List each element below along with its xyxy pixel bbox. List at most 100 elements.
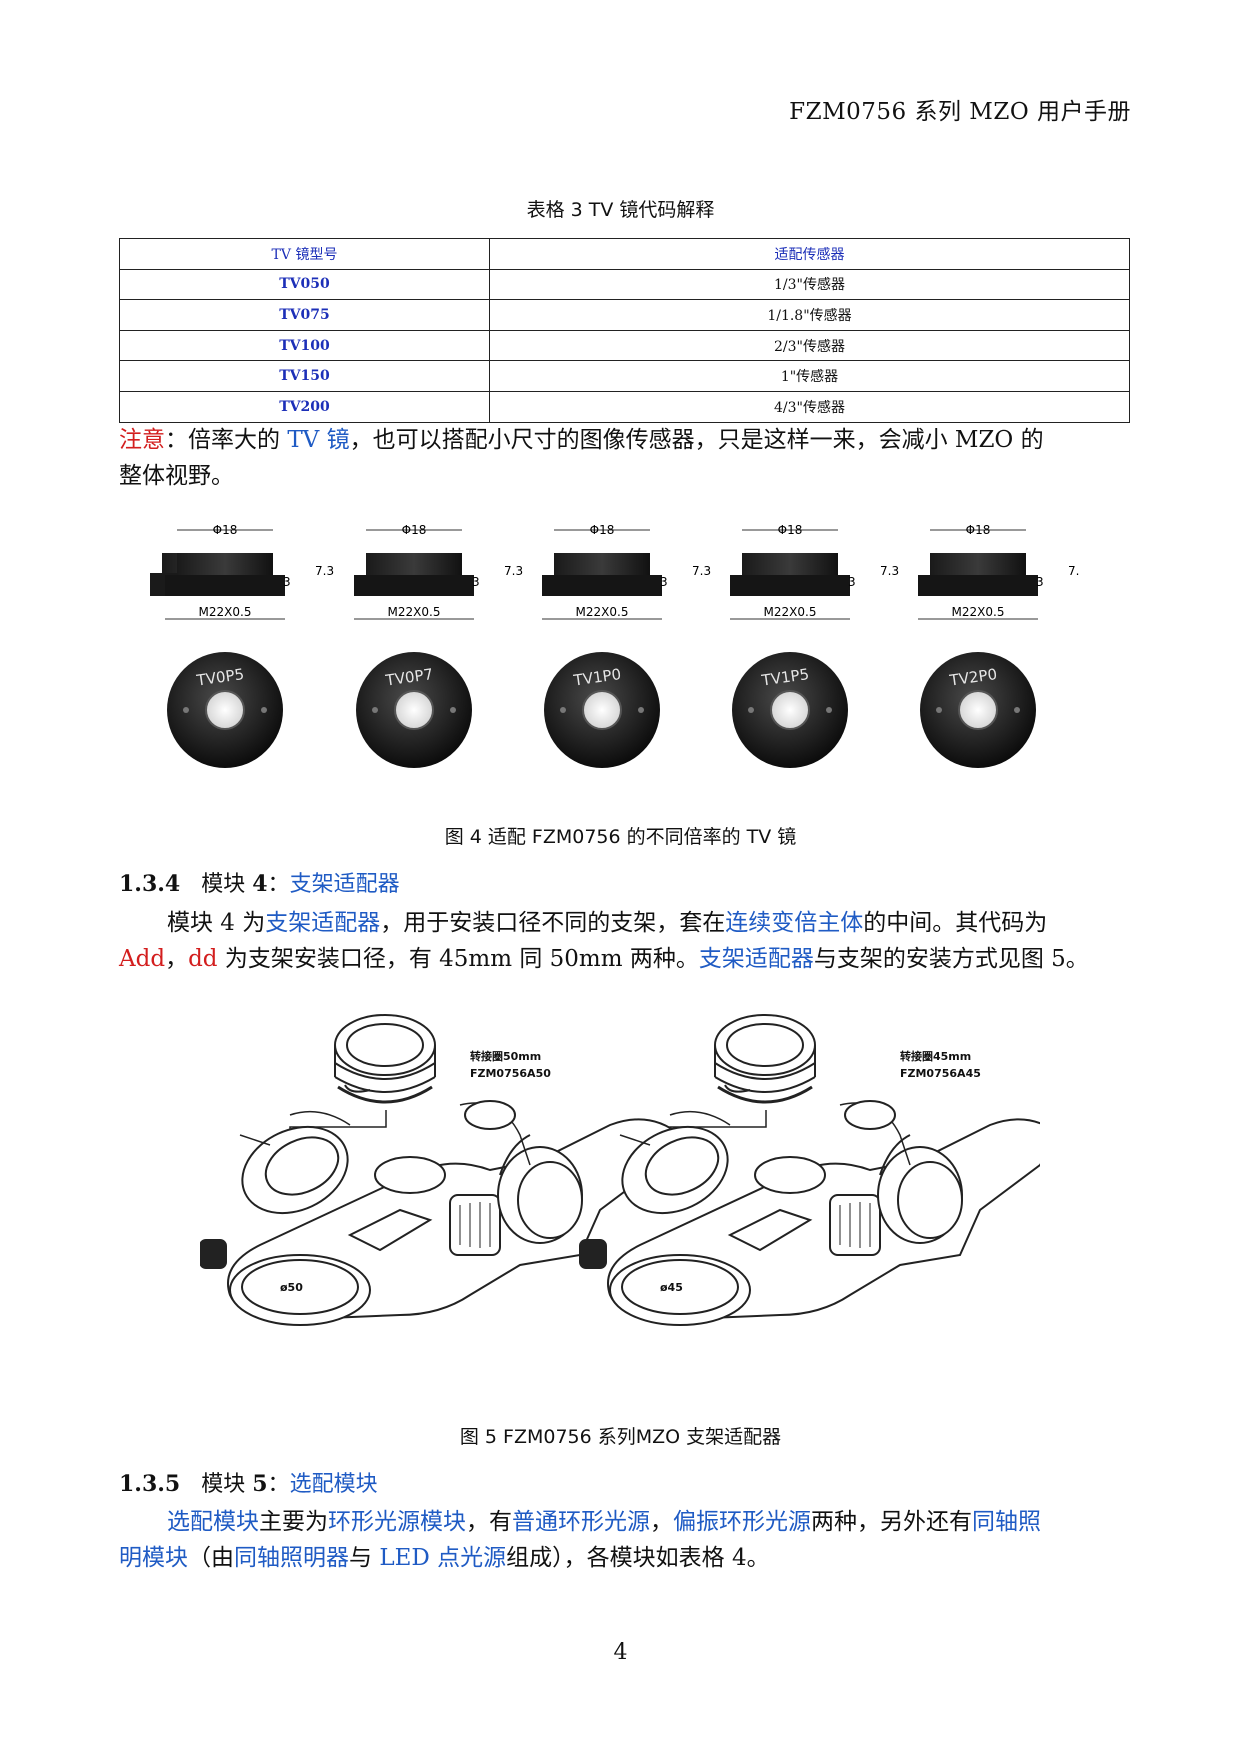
running-header: FZM0756 系列 MZO 用户手册 <box>789 99 1131 125</box>
section134-paragraph: 模块 4 为支架适配器，用于安装口径不同的支架，套在连续变倍主体的中间。其代码为… <box>119 905 1130 977</box>
dim-height: 7.3 <box>1068 564 1080 578</box>
table-row: TV200 4/3"传感器 <box>119 390 1130 423</box>
note-paragraph: 注意：倍率大的 TV 镜，也可以搭配小尺寸的图像传感器，只是这样一来，会减小 M… <box>119 422 1130 494</box>
section-heading-134: 1.3.4 模块 4：支架适配器 <box>119 866 400 898</box>
note-text: ，也可以搭配小尺寸的图像传感器，只是这样一来，会减小 MZO 的 <box>349 427 1044 453</box>
dim-thread: M22X0.5 <box>388 605 441 619</box>
para-text: 为支架安装口径，有 45mm 同 50mm 两种。 <box>217 946 699 972</box>
para-text: ，有 <box>466 1509 512 1535</box>
section-title: 5 <box>252 1471 268 1497</box>
para-text: 的中间。其代码为 <box>863 910 1048 936</box>
cell-model: TV050 <box>119 268 490 301</box>
dim-thread: M22X0.5 <box>199 605 252 619</box>
dim-step: 3 <box>283 575 291 589</box>
table-row: TV075 1/1.8"传感器 <box>119 299 1130 331</box>
coaxial-module-link[interactable]: 同轴照 <box>972 1509 1041 1535</box>
tv-code-table: TV 镜型号 适配传感器 TV050 1/3"传感器 TV075 1/1.8"传… <box>119 238 1130 423</box>
dim-thread: M22X0.5 <box>952 605 1005 619</box>
table-caption: 表格 3 TV 镜代码解释 <box>526 199 715 221</box>
cell-model: TV200 <box>119 390 490 423</box>
dim-diameter: Φ18 <box>402 523 427 537</box>
note-label: 注意 <box>119 427 165 453</box>
coaxial-illuminator-link[interactable]: 同轴照明器 <box>234 1545 349 1571</box>
ring-50-label: ø50 <box>280 1281 303 1294</box>
optional-module-link[interactable]: 选配模块 <box>167 1509 259 1535</box>
para-text: 与 <box>349 1545 380 1571</box>
dim-step: 3 <box>660 575 668 589</box>
section-title: 4 <box>252 871 268 897</box>
section-title-link[interactable]: 支架适配器 <box>289 872 400 897</box>
table-row: TV150 1"传感器 <box>119 360 1130 392</box>
adapter-50-drawing <box>200 1014 682 1326</box>
dim-height: 7.3 <box>504 564 523 578</box>
dim-step: 3 <box>472 575 480 589</box>
para-text: ，用于安装口径不同的支架，套在 <box>380 910 726 936</box>
dim-height: 7.3 <box>315 564 334 578</box>
cell-sensor: 1/3"传感器 <box>489 268 1130 301</box>
section-number: 1.3.5 <box>119 1471 181 1497</box>
para-text: 组成），各模块如表格 4。 <box>506 1545 770 1571</box>
dim-diameter: Φ18 <box>966 523 991 537</box>
tv-lens-link[interactable]: TV 镜 <box>287 427 350 453</box>
section-title: 模块 <box>201 872 253 897</box>
figure4-caption: 图 4 适配 FZM0756 的不同倍率的 TV 镜 <box>444 826 797 848</box>
para-line-1: 模块 4 为支架适配器，用于安装口径不同的支架，套在连续变倍主体的中间。其代码为 <box>119 905 1130 941</box>
mount-adapter-link[interactable]: 支架适配器 <box>698 946 814 972</box>
section-title: ： <box>267 1472 290 1497</box>
cell-sensor: 2/3"传感器 <box>489 329 1130 362</box>
page-number: 4 <box>613 1640 628 1665</box>
cell-model: TV150 <box>119 360 490 392</box>
dim-height: 7.3 <box>692 564 711 578</box>
para-line-2: Add，dd 为支架安装口径，有 45mm 同 50mm 两种。支架适配器与支架… <box>119 941 1130 977</box>
table-row: TV050 1/3"传感器 <box>119 268 1130 301</box>
dim-diameter: Φ18 <box>590 523 615 537</box>
section135-paragraph: 选配模块主要为环形光源模块，有普通环形光源，偏振环形光源两种，另外还有同轴照 明… <box>119 1504 1130 1576</box>
col-header-sensor: 适配传感器 <box>489 238 1130 270</box>
section-title: ： <box>267 872 290 897</box>
section-number: 1.3.4 <box>119 871 181 897</box>
para-text: ， <box>165 946 189 972</box>
note-line-1: 注意：倍率大的 TV 镜，也可以搭配小尺寸的图像传感器，只是这样一来，会减小 M… <box>119 422 1130 458</box>
led-point-source-link[interactable]: LED 点光源 <box>379 1545 507 1571</box>
tv-lens-top-views: TV0P5 TV0P7 TV1P0 TV1P5 TV2P0 <box>167 652 1036 768</box>
para-text: 两种，另外还有 <box>811 1509 972 1535</box>
section-title-link[interactable]: 选配模块 <box>289 1472 378 1497</box>
note-line-2: 整体视野。 <box>119 463 234 489</box>
section-heading-135: 1.3.5 模块 5：选配模块 <box>119 1466 378 1498</box>
dim-step: 3 <box>1036 575 1044 589</box>
code-dd: dd <box>188 946 218 972</box>
cell-model: TV075 <box>119 299 490 331</box>
table-header-row: TV 镜型号 适配传感器 <box>119 238 1130 270</box>
para-text: （由 <box>188 1545 234 1571</box>
dim-height: 7.3 <box>880 564 899 578</box>
table-row: TV100 2/3"传感器 <box>119 329 1130 362</box>
dim-step: 3 <box>848 575 856 589</box>
ring-45-label: ø45 <box>660 1281 683 1294</box>
para-line-1: 选配模块主要为环形光源模块，有普通环形光源，偏振环形光源两种，另外还有同轴照 <box>119 1504 1130 1540</box>
normal-ring-light-link[interactable]: 普通环形光源 <box>512 1509 650 1535</box>
cell-model: TV100 <box>119 329 490 362</box>
dim-diameter: Φ18 <box>778 523 803 537</box>
para-line-2: 明模块（由同轴照明器与 LED 点光源组成），各模块如表格 4。 <box>119 1540 1130 1576</box>
dim-thread: M22X0.5 <box>576 605 629 619</box>
section-title: 模块 <box>201 1472 253 1497</box>
mount-adapter-link[interactable]: 支架适配器 <box>265 910 381 936</box>
ring-light-module-link[interactable]: 环形光源模块 <box>328 1509 466 1535</box>
tv-lens-side-views: Φ18 M22X0.5 7.3 3 Φ18 M22X0.5 7.3 3 Φ18 … <box>165 523 1080 620</box>
col-header-model: TV 镜型号 <box>119 238 490 270</box>
zoom-body-link[interactable]: 连续变倍主体 <box>725 910 864 936</box>
note-text: ：倍率大的 <box>165 427 288 453</box>
adapter-45-drawing <box>579 1014 1040 1326</box>
tv-lens-figure: Φ18 M22X0.5 7.3 3 Φ18 M22X0.5 7.3 3 Φ18 … <box>150 523 1080 768</box>
adapter-50-label: 转接圈50mm <box>470 1049 541 1063</box>
code-add: Add <box>119 946 166 972</box>
adapter-45-code: FZM0756A45 <box>900 1067 981 1080</box>
dim-thread: M22X0.5 <box>764 605 817 619</box>
adapter-45-label: 转接圈45mm <box>900 1049 971 1063</box>
polarized-ring-light-link[interactable]: 偏振环形光源 <box>673 1509 811 1535</box>
para-text: 与支架的安装方式见图 5。 <box>813 946 1089 972</box>
stand-adapter-figure: 转接圈50mm FZM0756A50 ø50 转接圈45mm FZM0756A4… <box>200 1014 1040 1326</box>
dim-diameter: Φ18 <box>213 523 238 537</box>
coaxial-module-link[interactable]: 明模块 <box>119 1545 188 1571</box>
adapter-50-code: FZM0756A50 <box>470 1067 551 1080</box>
